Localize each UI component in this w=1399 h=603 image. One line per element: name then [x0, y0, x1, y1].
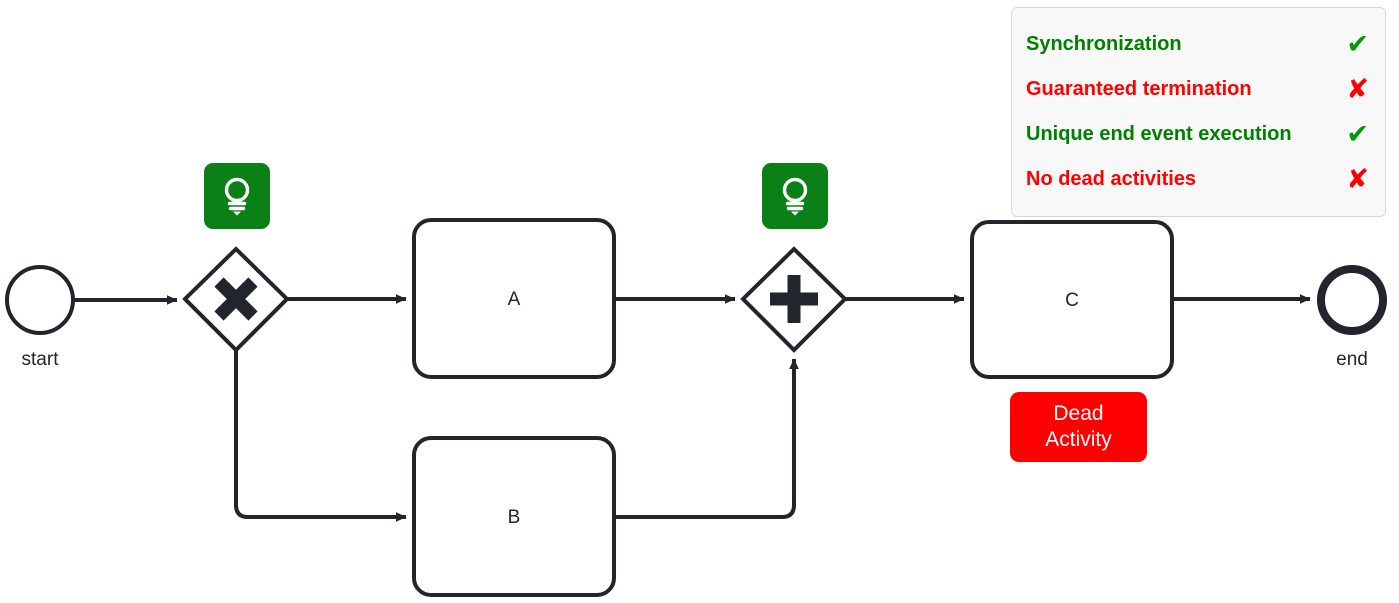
legend-row-guaranteed-termination: Guaranteed termination ✘: [1026, 67, 1369, 112]
lightbulb-icon: [777, 175, 813, 217]
legend-label-synchronization: Synchronization: [1026, 33, 1182, 55]
cross-icon: ✘: [1346, 74, 1369, 105]
start-event[interactable]: [5, 265, 75, 335]
check-icon: ✔: [1346, 29, 1369, 60]
legend-label-unique-end-event-execution: Unique end event execution: [1026, 123, 1292, 145]
verification-legend-panel: Synchronization ✔ Guaranteed termination…: [1011, 7, 1386, 217]
legend-label-no-dead-activities: No dead activities: [1026, 168, 1197, 190]
task-c[interactable]: [970, 220, 1174, 379]
legend-row-no-dead-activities: No dead activities ✘: [1026, 157, 1369, 202]
end-event[interactable]: [1317, 265, 1387, 335]
gateway-parallel-and[interactable]: [740, 246, 848, 353]
gateway-exclusive-xor[interactable]: [182, 246, 290, 353]
check-icon: ✔: [1346, 119, 1369, 150]
task-b[interactable]: [412, 436, 616, 597]
end-event-label: end: [1336, 349, 1368, 370]
dead-activity-line-1: Dead: [1053, 402, 1104, 425]
lightbulb-badge-xor[interactable]: [204, 163, 270, 229]
xor-symbol-icon: [214, 277, 258, 321]
and-symbol-icon: [770, 275, 818, 323]
cross-icon: ✘: [1346, 164, 1369, 195]
lightbulb-icon: [219, 175, 255, 217]
flow-b-to-and: [614, 358, 799, 519]
start-event-label: start: [21, 349, 59, 370]
legend-row-unique-end-event-execution: Unique end event execution ✔: [1026, 112, 1369, 157]
dead-activity-line-2: Activity: [1045, 428, 1112, 451]
task-a[interactable]: [412, 218, 616, 379]
legend-row-synchronization: Synchronization ✔: [1026, 22, 1369, 67]
flow-xor-to-b: [234, 351, 407, 522]
lightbulb-badge-and[interactable]: [762, 163, 828, 229]
dead-activity-badge[interactable]: Dead Activity: [1010, 392, 1147, 462]
legend-label-guaranteed-termination: Guaranteed termination: [1026, 78, 1252, 100]
